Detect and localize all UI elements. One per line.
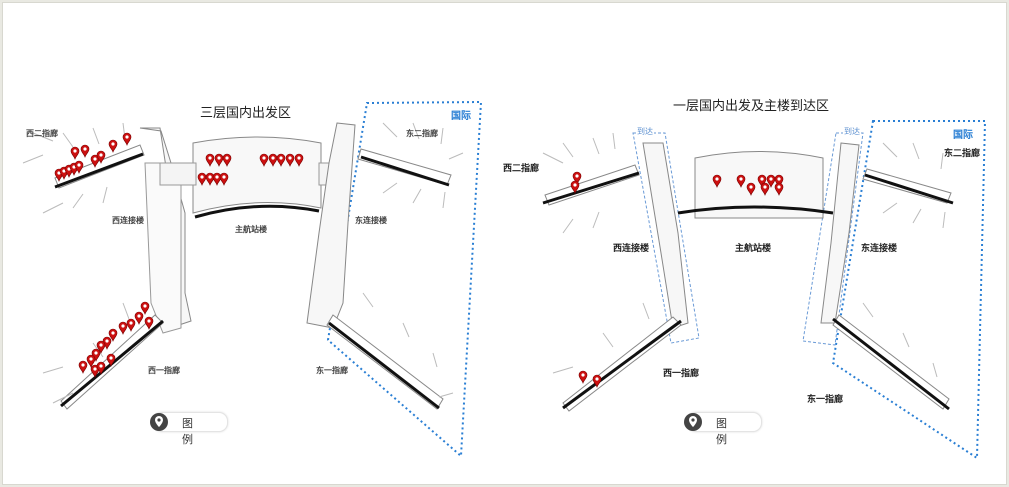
first-floor-map: 一层国内出发及主楼到达区 国际 到达 到达 西二指廊 东二指廊 西连接楼 主航站… <box>503 3 1006 484</box>
map-pin-icon[interactable] <box>90 364 100 378</box>
third-floor-map-drawing <box>22 100 483 459</box>
map-pin-icon[interactable] <box>760 182 770 196</box>
left-label-east-connector: 东连接楼 <box>355 216 387 225</box>
map-pin-icon[interactable] <box>214 153 224 167</box>
map-pin-icon[interactable] <box>746 182 756 196</box>
map-pin-icon[interactable] <box>294 153 304 167</box>
right-label-west-connector: 西连接楼 <box>613 244 650 254</box>
left-label-west1: 西一指廊 <box>148 366 180 375</box>
map-pin-icon[interactable] <box>205 153 215 167</box>
arrival-tag-east: 到达 <box>843 126 861 137</box>
map-pin-icon[interactable] <box>122 132 132 146</box>
map-pin-icon[interactable] <box>80 144 90 158</box>
map-pin-icon[interactable] <box>90 154 100 168</box>
map-pin-icon[interactable] <box>222 153 232 167</box>
map-pin-icon[interactable] <box>96 340 106 354</box>
map-pin-icon[interactable] <box>570 180 580 194</box>
map-pin-icon[interactable] <box>205 172 215 186</box>
first-floor-map-drawing <box>542 120 987 460</box>
right-international-label: 国际 <box>953 130 973 141</box>
right-map-title: 一层国内出发及主楼到达区 <box>673 99 830 114</box>
map-pin-icon[interactable] <box>108 328 118 342</box>
map-pin-icon[interactable] <box>712 174 722 188</box>
left-legend-label: 图 例 <box>182 417 203 446</box>
map-pin-icon[interactable] <box>78 360 88 374</box>
map-pin-icon[interactable] <box>766 174 776 188</box>
map-pin-icon[interactable] <box>96 361 106 375</box>
left-label-east2: 东二指廊 <box>406 129 438 138</box>
map-pin-icon[interactable] <box>96 150 106 164</box>
third-floor-map: 三层国内出发区 国际 西二指廊 东二指廊 西连接楼 主航站楼 东连接楼 西一指廊… <box>3 3 503 484</box>
right-label-east1: 东一指廊 <box>807 395 844 405</box>
left-international-label: 国际 <box>451 111 471 122</box>
left-label-main-terminal: 主航站楼 <box>235 225 267 234</box>
right-label-west1: 西一指廊 <box>663 369 700 379</box>
legend-pin-icon <box>684 413 702 431</box>
map-pin-icon[interactable] <box>268 153 278 167</box>
map-pin-icon[interactable] <box>212 172 222 186</box>
right-legend-button[interactable]: 图 例 <box>684 412 762 446</box>
map-pin-icon[interactable] <box>774 174 784 188</box>
map-pin-icon[interactable] <box>578 370 588 384</box>
map-pin-icon[interactable] <box>757 174 767 188</box>
left-map-title: 三层国内出发区 <box>200 106 292 121</box>
map-pin-icon[interactable] <box>118 321 128 335</box>
arrival-tag-west: 到达 <box>636 126 654 137</box>
map-pin-icon[interactable] <box>86 354 96 368</box>
map-pin-icon[interactable] <box>219 172 229 186</box>
map-pin-icon[interactable] <box>140 301 150 315</box>
map-pin-icon[interactable] <box>572 171 582 185</box>
map-pin-icon[interactable] <box>259 153 269 167</box>
map-pin-icon[interactable] <box>126 318 136 332</box>
map-pin-icon[interactable] <box>134 311 144 325</box>
left-label-west2: 西二指廊 <box>26 129 58 138</box>
map-pin-icon[interactable] <box>108 139 118 153</box>
right-label-east2: 东二指廊 <box>944 149 981 159</box>
left-label-west-connector: 西连接楼 <box>112 216 144 225</box>
map-pin-icon[interactable] <box>70 146 80 160</box>
map-pin-icon[interactable] <box>74 160 84 174</box>
map-pin-icon[interactable] <box>106 353 116 367</box>
map-pin-icon[interactable] <box>774 182 784 196</box>
right-legend-label: 图 例 <box>716 417 737 446</box>
map-pin-icon[interactable] <box>197 172 207 186</box>
map-pin-icon[interactable] <box>276 153 286 167</box>
map-pin-icon[interactable] <box>144 316 154 330</box>
map-pin-icon[interactable] <box>592 374 602 388</box>
right-label-main-terminal: 主航站楼 <box>735 244 772 254</box>
map-pin-icon[interactable] <box>285 153 295 167</box>
legend-pin-icon <box>150 413 168 431</box>
map-pin-icon[interactable] <box>736 174 746 188</box>
right-label-east-connector: 东连接楼 <box>861 244 898 254</box>
left-label-east1: 东一指廊 <box>316 366 348 375</box>
right-label-west2: 西二指廊 <box>503 164 540 174</box>
left-legend-button[interactable]: 图 例 <box>150 412 228 446</box>
